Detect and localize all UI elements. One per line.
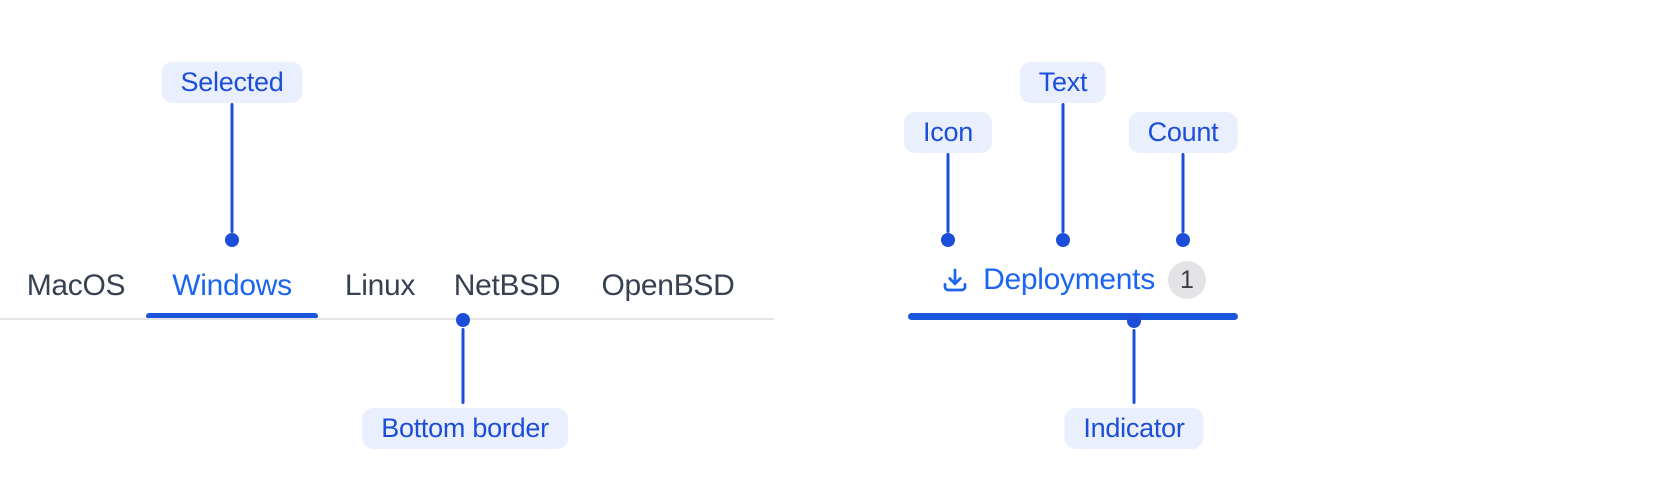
tab-deployments-label: Deployments [983, 263, 1155, 296]
annotation-icon-label: Icon [904, 112, 992, 153]
annotation-count-dot [1176, 233, 1190, 247]
download-icon [940, 265, 970, 295]
annotation-text-label: Text [1019, 62, 1107, 103]
tab-count-badge: 1 [1167, 261, 1206, 299]
tab-macos[interactable]: MacOS [26, 269, 126, 302]
tab-linux[interactable]: Linux [344, 269, 416, 302]
annotation-bottom-border-line [461, 328, 465, 404]
annotation-selected-dot [225, 233, 239, 247]
tab-openbsd[interactable]: OpenBSD [601, 269, 735, 302]
tab-windows[interactable]: Windows [172, 269, 292, 302]
annotation-selected-line [230, 103, 234, 233]
tabbar-bottom-border [0, 318, 774, 320]
annotation-indicator-label: Indicator [1064, 408, 1204, 449]
tab-deployments[interactable]: Deployments 1 [908, 254, 1238, 306]
tab-netbsd[interactable]: NetBSD [453, 269, 561, 302]
annotation-count-line [1181, 153, 1185, 233]
annotation-icon-dot [941, 233, 955, 247]
annotation-indicator-line [1132, 329, 1136, 404]
annotation-text-line [1061, 103, 1065, 233]
annotation-count-label: Count [1128, 112, 1238, 153]
annotation-icon-line [946, 153, 950, 233]
annotation-bottom-border-dot [456, 313, 470, 327]
active-tab-indicator [908, 313, 1238, 320]
annotation-indicator-dot [1127, 314, 1141, 328]
active-tab-underline [146, 313, 318, 319]
annotation-selected-label: Selected [161, 62, 303, 103]
annotation-bottom-border-label: Bottom border [362, 408, 568, 449]
annotation-text-dot [1056, 233, 1070, 247]
